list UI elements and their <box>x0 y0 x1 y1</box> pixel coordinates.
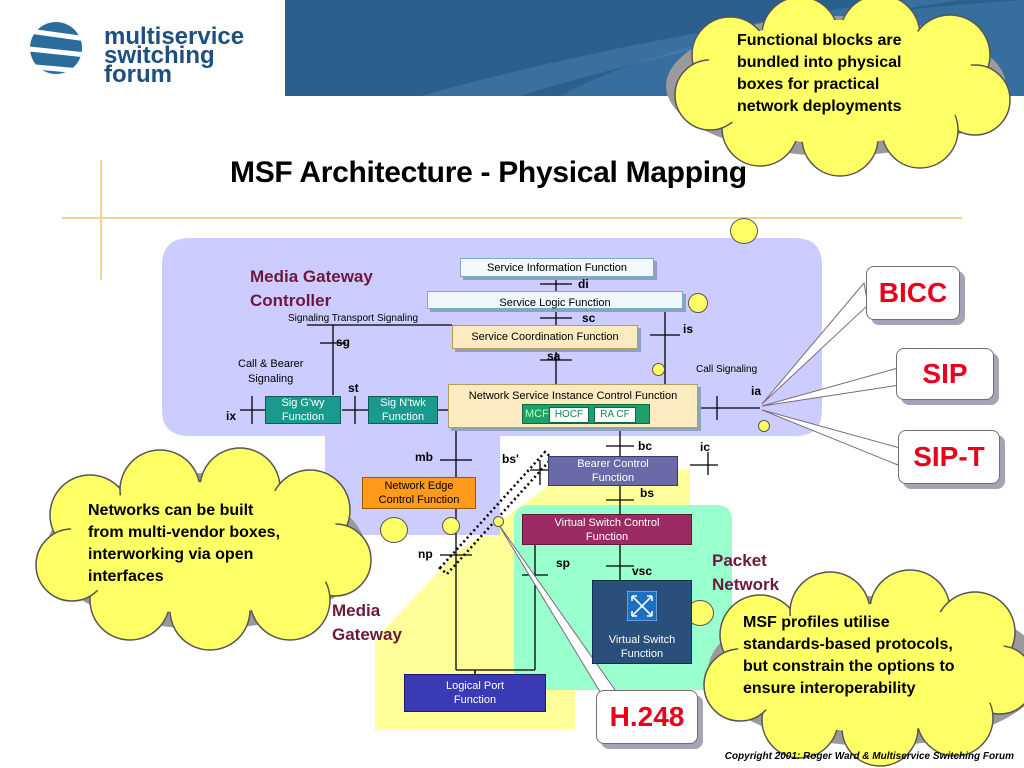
vsc-label-1: Virtual Switch Control <box>554 516 660 529</box>
logo-text-line1: multiservice <box>104 23 245 50</box>
sipt-callout-pointer <box>761 409 901 466</box>
refpoint-di: di <box>578 277 589 291</box>
bubble-dot <box>758 420 770 432</box>
cloud-right-line2: standards-based protocols, <box>743 636 953 653</box>
hocf-function: HOCF <box>549 407 589 423</box>
domain-packet-line2: Network <box>712 575 780 594</box>
virtual-switch-function: Virtual Switch Function <box>592 580 692 664</box>
call-bearer-label-1: Call & Bearer <box>238 358 304 370</box>
cloud-top-line4: network deployments <box>737 98 902 115</box>
vs-label-2: Function <box>620 648 664 660</box>
refpoint-bc: bc <box>638 439 653 453</box>
bubble-dot <box>442 517 460 535</box>
title-rule-horizontal <box>62 217 962 219</box>
nec-label-1: Network Edge <box>384 480 454 492</box>
call-signaling-label: Call Signaling <box>696 364 758 375</box>
sig-gway-function: Sig G'wy Function <box>265 396 341 424</box>
sig-ntwk-label-1: Sig N'twk <box>380 397 426 409</box>
logical-port-function: Logical Port Function <box>404 674 546 712</box>
service-logic-label: Service Logic Function <box>499 297 611 309</box>
refpoint-sa: sa <box>547 349 561 363</box>
bearer-control-label-1: Bearer Control <box>577 458 649 470</box>
lp-label-2: Function <box>453 694 497 706</box>
racf-function: RA CF <box>594 407 636 423</box>
refpoint-st: st <box>348 381 359 395</box>
mcf-label: MCF <box>525 408 549 420</box>
refpoint-sc: sc <box>582 311 596 325</box>
service-information-function: Service Information Function <box>460 258 654 277</box>
cloud-right-line3: but constrain the options to <box>743 658 955 675</box>
refpoint-bs: bs <box>640 486 655 500</box>
bearer-control-function: Bearer Control Function <box>548 456 678 486</box>
logo-panel: multiservice switching forum <box>0 0 285 96</box>
bubble-dot <box>688 293 708 313</box>
nec-label-2: Control Function <box>378 494 460 506</box>
bicc-protocol-box: BICC <box>866 266 960 320</box>
sig-gway-label-1: Sig G'wy <box>281 397 325 409</box>
bubble-dot <box>730 218 758 244</box>
domain-mgc-line1: Media Gateway <box>250 267 373 286</box>
lp-label-1: Logical Port <box>445 680 505 692</box>
cloud-right-line1: MSF profiles utilise <box>743 614 890 631</box>
cloud-right-line4: ensure interoperability <box>743 680 916 697</box>
cloud-top-line3: boxes for practical <box>737 76 880 93</box>
domain-mg-line1: Media <box>332 601 381 620</box>
service-logic-function: Service Logic Function <box>427 291 683 309</box>
sig-gway-label-2: Function <box>281 411 325 423</box>
sipt-protocol-box: SIP-T <box>898 430 1000 484</box>
logo-text-line2: switching <box>104 42 215 69</box>
cloud-left-line2: from multi-vendor boxes, <box>88 524 281 541</box>
cloud-left-line4: interfaces <box>88 568 164 585</box>
refpoint-ix: ix <box>226 409 237 423</box>
switch-icon <box>627 591 657 621</box>
bearer-control-label-2: Function <box>591 472 635 484</box>
service-information-label: Service Information Function <box>486 261 627 274</box>
sig-ntwk-label-2: Function <box>381 411 425 423</box>
refpoint-bs-prime: bs' <box>502 452 519 466</box>
sip-protocol-box: SIP <box>896 348 994 400</box>
copyright-text: Copyright 2001: Roger Ward & Multiservic… <box>724 751 1014 762</box>
domain-mgc-line2: Controller <box>250 291 332 310</box>
network-edge-control-function: Network Edge Control Function <box>362 477 476 509</box>
msf-globe-icon <box>19 22 97 75</box>
connector-lines <box>240 277 760 676</box>
refpoint-mb: mb <box>415 450 433 464</box>
racf-label: RA CF <box>600 409 630 420</box>
service-coordination-function: Service Coordination Function <box>452 325 638 349</box>
refpoint-sg: sg <box>336 335 351 349</box>
bubble-dot <box>652 363 665 376</box>
bubble-dot <box>380 517 408 543</box>
title-rule-vertical <box>100 160 102 280</box>
cloud-top-line1: Functional blocks are <box>737 32 902 49</box>
vsc-label-2: Function <box>585 530 629 543</box>
nsic-label: Network Service Instance Control Functio… <box>468 390 678 402</box>
cloud-top <box>666 0 1011 177</box>
cloud-left-line1: Networks can be built <box>88 502 254 519</box>
refpoint-ia: ia <box>751 384 762 398</box>
sig-ntwk-function: Sig N'twk Function <box>368 396 438 424</box>
vs-label-1: Virtual Switch <box>608 634 676 646</box>
cloud-top-line2: bundled into physical <box>737 54 902 71</box>
cloud-left <box>35 447 372 651</box>
sig-transport-label: Signaling Transport Signaling <box>288 313 419 324</box>
h248-protocol-box: H.248 <box>596 690 698 744</box>
virtual-switch-control-function: Virtual Switch Control Function <box>522 514 692 545</box>
refpoint-ic: ic <box>700 440 711 454</box>
page-title: MSF Architecture - Physical Mapping <box>230 156 747 189</box>
cloud-right <box>703 569 1024 767</box>
domain-packet-line1: Packet <box>712 551 767 570</box>
refpoint-is: is <box>683 322 694 336</box>
logo-text-line3: forum <box>104 61 172 88</box>
refpoint-np: np <box>418 547 433 561</box>
call-bearer-label-2: Signaling <box>248 373 294 385</box>
bubble-dot <box>493 516 504 527</box>
cloud-left-line3: interworking via open <box>88 546 254 563</box>
refpoint-sp: sp <box>556 556 571 570</box>
refpoint-vsc: vsc <box>632 564 653 578</box>
service-coordination-label: Service Coordination Function <box>471 331 619 343</box>
hocf-label: HOCF <box>554 409 584 420</box>
domain-mg-line2: Gateway <box>332 625 402 644</box>
